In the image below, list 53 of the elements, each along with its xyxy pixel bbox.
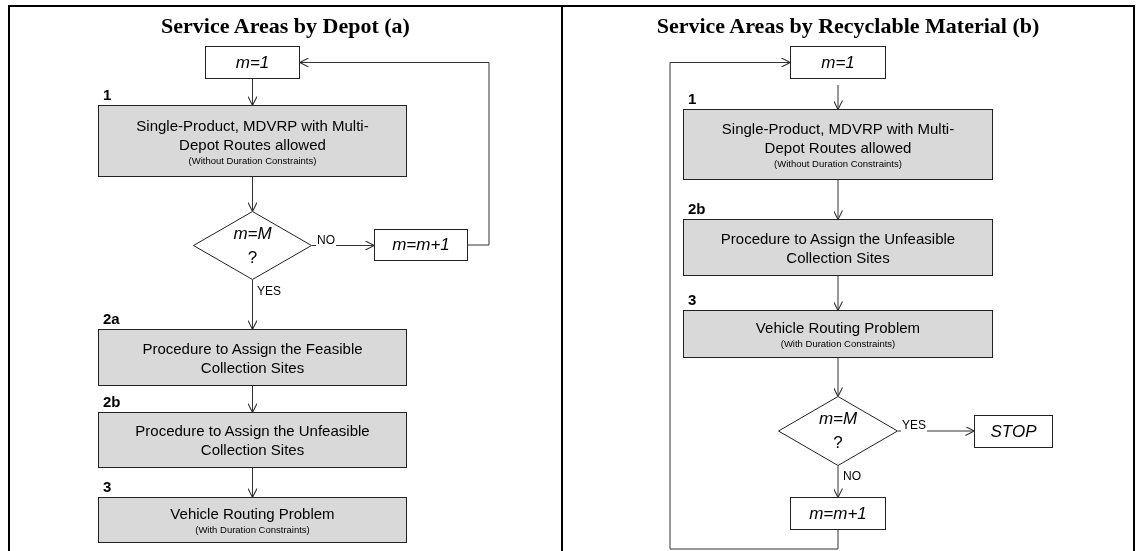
arrow bbox=[311, 240, 375, 251]
arrow bbox=[669, 57, 839, 550]
process-box bbox=[974, 415, 1053, 448]
box-note: (Without Duration Constraints) bbox=[188, 153, 317, 167]
step-number: 1 bbox=[688, 90, 697, 108]
process-box bbox=[790, 497, 886, 530]
step-number: 3 bbox=[103, 478, 112, 496]
arrow bbox=[832, 179, 844, 220]
arrow bbox=[832, 275, 844, 311]
arrow bbox=[832, 357, 844, 397]
arrow bbox=[832, 465, 844, 498]
step-number: 2a bbox=[103, 310, 120, 328]
box-label: STOP bbox=[990, 421, 1037, 442]
decision-diamond bbox=[193, 211, 312, 280]
panel-title: Service Areas by Recyclable Material (b) bbox=[655, 13, 1041, 39]
arrow bbox=[832, 84, 844, 110]
box-label: m=m+1 bbox=[809, 503, 867, 524]
box-label: Vehicle Routing Problem bbox=[755, 318, 921, 337]
box-note: (With Duration Constraints) bbox=[780, 337, 896, 350]
process-box bbox=[790, 46, 886, 79]
arrow bbox=[247, 176, 258, 212]
step-number: 1 bbox=[103, 86, 112, 104]
edge-label: NO bbox=[842, 469, 862, 483]
box-label: Single-Product, MDVRP with Multi-Depot Routes allowed bbox=[135, 115, 370, 154]
decision-label: m=M ? bbox=[817, 408, 859, 454]
box-label: Procedure to Assign the Feasible Collection Sites bbox=[141, 338, 364, 377]
box-note: (Without Duration Constraints) bbox=[774, 157, 902, 170]
box-label: m=1 bbox=[235, 52, 270, 73]
arrow bbox=[247, 78, 258, 106]
step-number: 2b bbox=[103, 393, 121, 411]
arrow bbox=[247, 385, 258, 413]
box-label: Single-Product, MDVRP with Multi-Depot Routes allowed bbox=[720, 119, 956, 157]
box-label: m=1 bbox=[821, 52, 855, 73]
process-box bbox=[205, 46, 300, 79]
arrow bbox=[247, 279, 258, 330]
arrow bbox=[299, 57, 490, 246]
process-box bbox=[374, 229, 468, 261]
arrow bbox=[247, 467, 258, 498]
box-label: Vehicle Routing Problem bbox=[170, 504, 335, 523]
box-note: (With Duration Constraints) bbox=[195, 523, 310, 536]
step-number: 3 bbox=[688, 291, 697, 309]
panel-frame bbox=[561, 5, 1135, 551]
panel-title: Service Areas by Depot (a) bbox=[160, 13, 411, 39]
edge-label: YES bbox=[901, 418, 927, 432]
edge-label: YES bbox=[256, 284, 282, 298]
decision-diamond bbox=[778, 396, 898, 466]
edge-label: NO bbox=[316, 233, 336, 247]
step-number: 2b bbox=[688, 200, 706, 218]
box-label: Procedure to Assign the Unfeasible Collection Sites bbox=[719, 228, 957, 267]
box-label: Procedure to Assign the Unfeasible Collection Sites bbox=[134, 421, 371, 459]
box-label: m=m+1 bbox=[392, 235, 450, 255]
panel-frame bbox=[8, 5, 563, 551]
decision-label: m=M ? bbox=[232, 222, 273, 269]
